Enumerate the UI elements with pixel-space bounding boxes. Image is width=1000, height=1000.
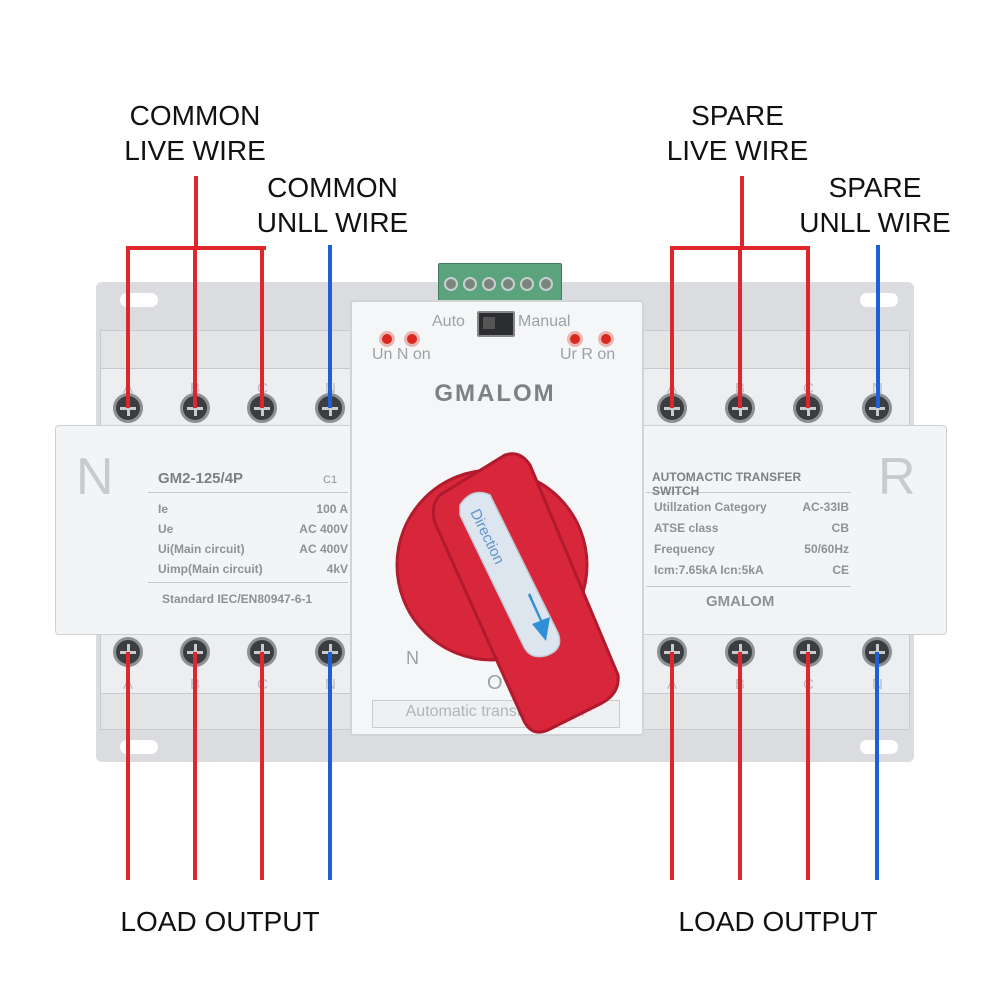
load-output-right-label: LOAD OUTPUT bbox=[678, 906, 878, 937]
bottom-terminal-block-left bbox=[100, 632, 352, 694]
spare-live-wire-trunk bbox=[740, 176, 744, 248]
spare-live-wire-drop bbox=[738, 246, 742, 408]
rating-row-value: 4kV bbox=[326, 562, 348, 576]
common-live-wire-drop bbox=[126, 246, 130, 408]
auto-label: Auto bbox=[432, 313, 465, 330]
rating-row-value: 100 A bbox=[316, 502, 348, 516]
led-reserve-on bbox=[601, 334, 611, 344]
rating-row-value: 50/60Hz bbox=[804, 542, 849, 556]
spare-null-wire bbox=[876, 245, 880, 408]
standard-text: Standard IEC/EN80947-6-1 bbox=[162, 592, 313, 606]
rotary-handle[interactable]: Direction bbox=[380, 445, 620, 735]
curve-code: C1 bbox=[323, 474, 338, 486]
led-left-label: Un N on bbox=[372, 346, 431, 363]
side-letter-n: N bbox=[76, 448, 114, 506]
led-normal bbox=[382, 334, 392, 344]
rating-row-label: Ie bbox=[158, 502, 169, 516]
common-live-wire-trunk bbox=[194, 176, 198, 248]
rating-row-value: CB bbox=[831, 521, 849, 535]
terminal-screw[interactable] bbox=[113, 393, 143, 423]
connector-screw bbox=[520, 277, 534, 291]
rating-row-label: Ui(Main circuit) bbox=[158, 542, 245, 556]
terminal-screw[interactable] bbox=[793, 393, 823, 423]
rating-row-value: AC 400V bbox=[299, 542, 348, 556]
load-output-wire bbox=[670, 652, 674, 880]
cover-brand: GMALOM bbox=[434, 380, 556, 407]
spare-live-wire-drop bbox=[806, 246, 810, 408]
mode-switch[interactable] bbox=[477, 311, 515, 337]
mount-slot bbox=[860, 740, 898, 754]
load-output-wire bbox=[126, 652, 130, 880]
load-null-wire bbox=[328, 652, 332, 880]
common-null-wire bbox=[328, 245, 332, 408]
side-letter-r: R bbox=[878, 448, 916, 506]
spare-live-wire-drop bbox=[670, 246, 674, 408]
model-number: GM2-125/4P bbox=[158, 470, 244, 487]
common-live-wire-drop bbox=[260, 246, 264, 408]
dial-o: O bbox=[487, 672, 503, 694]
connector-screw bbox=[444, 277, 458, 291]
rating-row-label: Icm:7.65kA Icn:5kA bbox=[654, 563, 764, 577]
connector-screw bbox=[482, 277, 496, 291]
led-normal-on bbox=[407, 334, 417, 344]
led-reserve bbox=[570, 334, 580, 344]
dial-n: N bbox=[406, 648, 419, 668]
led-right-label: Ur R on bbox=[560, 346, 616, 363]
manual-label: Manual bbox=[518, 313, 571, 330]
connector-screw bbox=[501, 277, 515, 291]
load-output-left-label: LOAD OUTPUT bbox=[120, 906, 320, 937]
common-live-wire-drop bbox=[193, 246, 197, 408]
right-brand: GMALOM bbox=[706, 593, 775, 610]
load-output-wire bbox=[260, 652, 264, 880]
rating-row-value: AC-33IB bbox=[802, 500, 849, 514]
switch-title: AUTOMACTIC TRANSFER SWITCH bbox=[652, 470, 802, 498]
rating-row-label: Frequency bbox=[654, 542, 715, 556]
load-output-wire bbox=[738, 652, 742, 880]
rating-row-label: Uimp(Main circuit) bbox=[158, 562, 263, 576]
rating-row-label: ATSE class bbox=[654, 521, 719, 535]
connector-screw bbox=[463, 277, 477, 291]
rating-row-value: CE bbox=[832, 563, 849, 577]
load-output-wire bbox=[806, 652, 810, 880]
rating-row-value: AC 400V bbox=[299, 522, 348, 536]
rating-row-label: Ue bbox=[158, 522, 174, 536]
connector-screw bbox=[539, 277, 553, 291]
load-null-wire bbox=[875, 652, 879, 880]
rating-row-label: Utillzation Category bbox=[654, 500, 767, 514]
load-output-wire bbox=[193, 652, 197, 880]
